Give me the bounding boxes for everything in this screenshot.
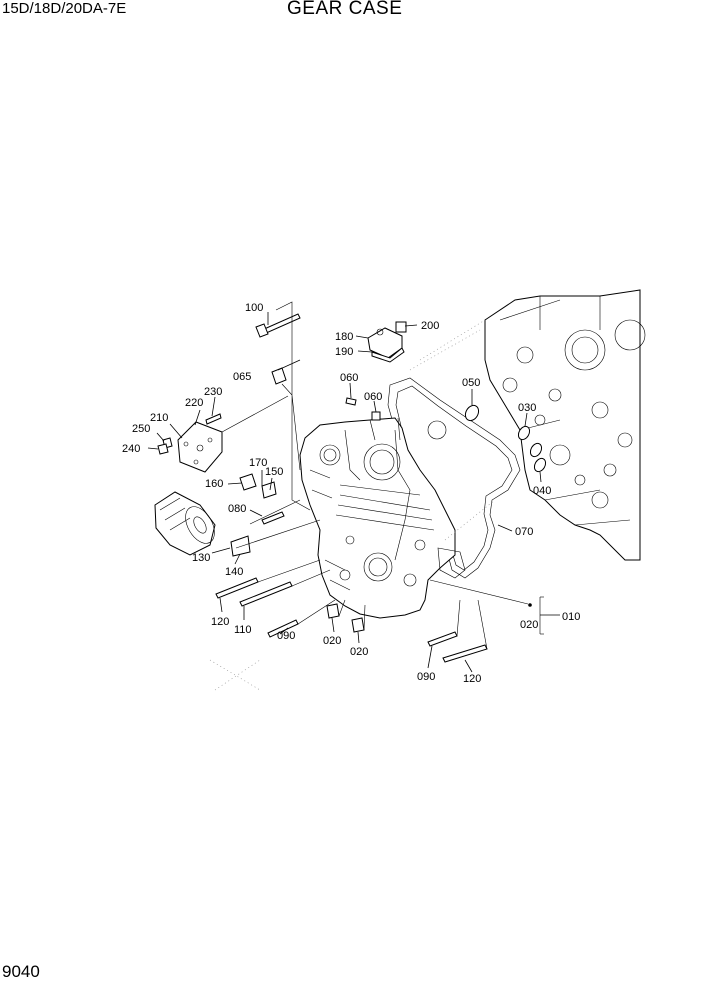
callout-150: 150 — [265, 466, 283, 478]
callout-220: 220 — [185, 397, 203, 409]
callout-020: 020 — [350, 646, 368, 658]
callout-110: 110 — [234, 624, 252, 636]
callout-060: 060 — [340, 372, 358, 384]
callout-labels: 100 180 200 190 065 060 060 050 030 230 … — [122, 302, 580, 685]
top-cap — [367, 327, 405, 363]
callout-140: 140 — [225, 566, 243, 578]
callout-180: 180 — [335, 331, 353, 343]
callout-020: 020 — [323, 635, 341, 647]
callout-240: 240 — [122, 443, 140, 455]
callout-200: 200 — [421, 320, 439, 332]
callout-230: 230 — [204, 386, 222, 398]
callout-065: 065 — [233, 371, 251, 383]
engine-block — [484, 289, 646, 561]
o-rings — [464, 404, 547, 473]
callout-030: 030 — [518, 402, 536, 414]
oil-filter — [154, 491, 216, 556]
callout-080: 080 — [228, 503, 246, 515]
leader-lines — [147, 301, 560, 691]
callout-060: 060 — [364, 391, 382, 403]
page-number: 9040 — [2, 962, 40, 981]
callout-130: 130 — [192, 552, 210, 564]
model-number: 15D/18D/20DA-7E — [2, 0, 127, 17]
callout-020: 020 — [520, 619, 538, 631]
callout-160: 160 — [205, 478, 223, 490]
callout-050: 050 — [462, 377, 480, 389]
callout-170: 170 — [249, 457, 267, 469]
callout-090: 090 — [417, 671, 435, 683]
callout-040: 040 — [533, 485, 551, 497]
callout-100: 100 — [245, 302, 263, 314]
callout-090: 090 — [277, 630, 295, 642]
gear-case-housing — [299, 417, 466, 619]
callout-190: 190 — [335, 346, 353, 358]
bolts — [157, 313, 488, 663]
callout-210: 210 — [150, 412, 168, 424]
callout-120: 120 — [463, 673, 481, 685]
cover-plate — [177, 421, 223, 473]
callout-070: 070 — [515, 526, 533, 538]
callout-010: 010 — [562, 611, 580, 623]
callout-120: 120 — [211, 616, 229, 628]
callout-250: 250 — [132, 423, 150, 435]
page-title: GEAR CASE — [287, 0, 403, 19]
